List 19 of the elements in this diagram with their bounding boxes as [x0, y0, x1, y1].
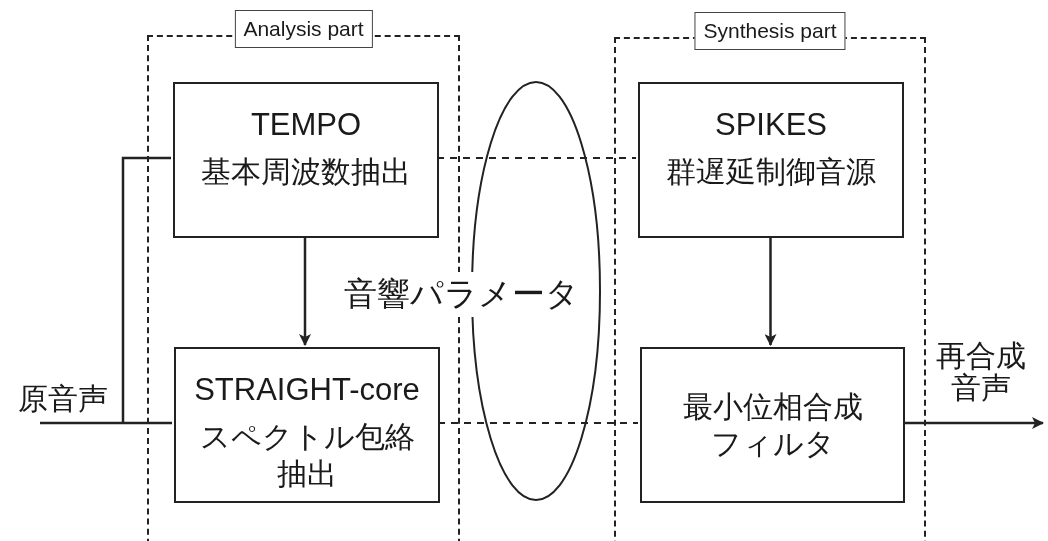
- region-title: Analysis part: [234, 10, 373, 48]
- box-text: スペクトル包絡抽出: [198, 418, 416, 493]
- process-box: [173, 82, 439, 238]
- region-title: Synthesis part: [694, 12, 846, 50]
- arrow: [764, 236, 777, 346]
- edge-label: 再合成音声: [935, 340, 1027, 403]
- arrow: [299, 236, 311, 346]
- box-title: SPIKES: [715, 106, 827, 144]
- process-box: [174, 347, 440, 503]
- box-title: TEMPO: [250, 106, 362, 144]
- process-box: [640, 347, 905, 503]
- connector-line: [121, 156, 171, 423]
- box-text: 最小位相合成フィルタ: [681, 388, 864, 462]
- edge-label: 原音声: [17, 383, 109, 415]
- box-text: 群遅延制御音源: [666, 153, 876, 190]
- process-box: [638, 82, 904, 238]
- box-text: 基本周波数抽出: [201, 153, 411, 190]
- connector-line: [40, 421, 172, 425]
- box-title: STRAIGHT-core: [194, 371, 420, 409]
